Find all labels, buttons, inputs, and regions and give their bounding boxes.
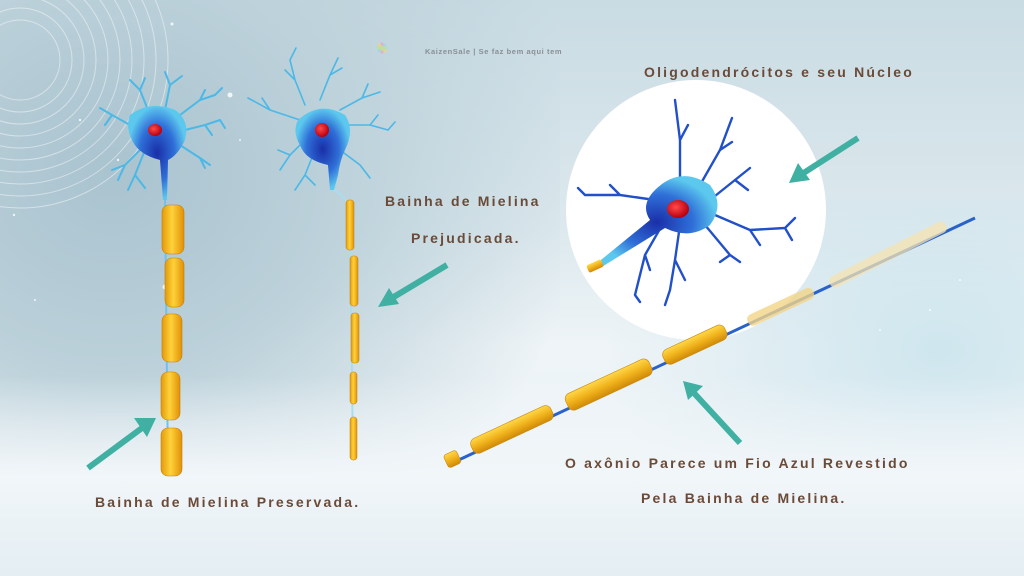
brand-text: KaizenSale | Se faz bem aqui tem bbox=[425, 47, 563, 56]
arrow-to-axon bbox=[683, 381, 743, 446]
damaged-myelin-label-line2: Prejudicada. bbox=[411, 230, 521, 246]
axon-label-line1: O axônio Parece um Fio Azul Revestido bbox=[565, 455, 910, 471]
oligodendrocytes-title: Oligodendrócitos e seu Núcleo bbox=[644, 64, 914, 80]
arrow-to-damaged-myelin bbox=[378, 262, 449, 307]
diagonal-axon bbox=[443, 216, 976, 468]
damaged-neuron bbox=[247, 47, 396, 461]
arrow-to-preserved-myelin bbox=[86, 418, 156, 471]
lotus-logo-icon bbox=[376, 42, 388, 54]
preserved-myelin-label: Bainha de Mielina Preservada. bbox=[95, 494, 361, 510]
arrow-to-oligodendrocyte bbox=[789, 135, 860, 183]
axon-label-line2: Pela Bainha de Mielina. bbox=[641, 490, 847, 506]
damaged-myelin-label-line1: Bainha de Mielina bbox=[385, 193, 541, 209]
oligodendrocyte-cell bbox=[576, 98, 797, 307]
preserved-neuron bbox=[99, 71, 226, 477]
